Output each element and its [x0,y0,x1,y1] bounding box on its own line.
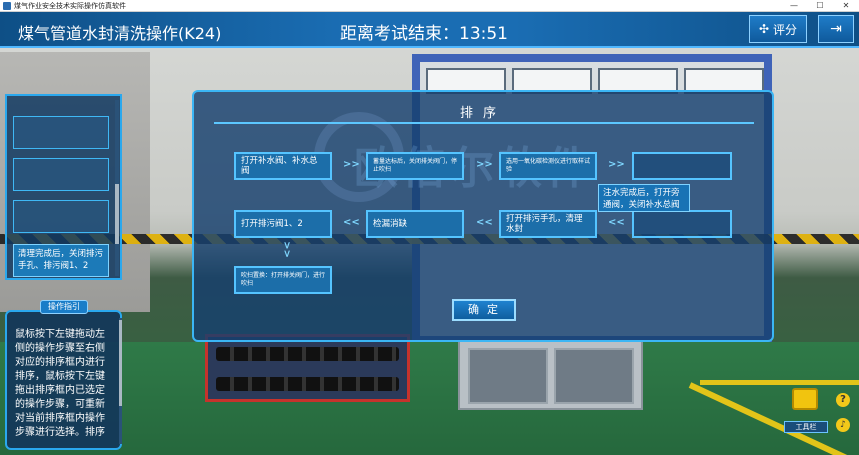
exit-icon: ⇥ [830,21,842,37]
sort-dialog: 欧倍尔软件 排序 打开补水阀、补水总阀 >> 蓄量达标后，关闭排关阀门，停止吹扫… [192,90,774,342]
scrollbar-thumb[interactable] [115,184,119,244]
sort-slot[interactable] [632,152,732,180]
step-list-item[interactable] [13,158,109,191]
confirm-button[interactable]: 确定 [452,299,516,321]
arrow-down-icon: >> [280,241,292,258]
guide-text: 鼠标按下左键拖动左侧的操作步骤至右侧对应的排序框内进行排序，鼠标按下左键拖出排序… [15,329,105,438]
help-icon[interactable]: ? [836,393,850,407]
exam-timer: 距离考试结束：13:51 [340,19,508,44]
maximize-button[interactable]: ☐ [816,1,824,10]
score-icon: ✣ [758,22,770,36]
sort-slot[interactable]: 打开补水阀、补水总阀 [234,152,332,180]
sort-slot[interactable]: 打开排污阀1、2 [234,210,332,238]
arrow-left-icon: << [608,217,625,228]
sort-slot[interactable]: 选用一氧化碳检测仪进行取样试验 [499,152,597,180]
cabinet [458,340,643,410]
window-title: 煤气作业安全技术实际操作仿真软件 [14,1,126,10]
step-list-item[interactable] [13,200,109,233]
close-button[interactable]: ✕ [842,1,850,10]
exit-button[interactable]: ⇥ [818,15,854,43]
arrow-right-icon: >> [476,159,493,170]
divider [214,122,754,124]
arrow-left-icon: << [476,217,493,228]
shelf-row [216,377,399,391]
sort-slot[interactable]: 蓄量达标后，关闭排关阀门，停止吹扫 [366,152,464,180]
dragged-step[interactable]: 注水完成后，打开旁通阀，关闭补水总阀 [598,184,690,212]
timer-value: 13:51 [459,24,508,44]
guide-panel: 鼠标按下左键拖动左侧的操作步骤至右侧对应的排序框内进行排序，鼠标按下左键拖出排序… [5,310,122,450]
top-header: 煤气管道水封清洗操作(K24) 距离考试结束：13:51 [0,12,859,48]
arrow-left-icon: << [343,217,360,228]
door-window [512,68,592,94]
door-window [426,68,506,94]
sound-icon[interactable]: ♪ [836,418,850,432]
dialog-title: 排序 [459,106,506,121]
exam-title: 煤气管道水封清洗操作(K24) [18,24,222,43]
minimize-button[interactable]: — [790,1,798,10]
step-list-item[interactable] [13,116,109,149]
score-label: 评分 [773,22,798,37]
cabinet-pane [468,348,548,404]
score-button[interactable]: ✣ 评分 [749,15,807,43]
window-controls: — ☐ ✕ [781,0,859,12]
sort-slot[interactable]: 检漏消缺 [366,210,464,238]
arrow-right-icon: >> [343,159,360,170]
arrow-right-icon: >> [608,159,625,170]
timer-label: 距离考试结束： [340,24,459,44]
sort-slot[interactable] [632,210,732,238]
toolbox-icon[interactable] [792,388,818,410]
scrollbar-thumb[interactable] [119,320,122,406]
step-list-scrollbar[interactable] [115,100,119,276]
equipment-shelf [205,334,410,402]
shelf-row [216,347,399,361]
step-list-item[interactable]: 清理完成后，关闭排污手孔、排污阀1、2 [13,244,109,277]
step-list-panel: 清理完成后，关闭排污手孔、排污阀1、2 [5,94,122,280]
sort-slot[interactable]: 打开排污手孔，清理水封 [499,210,597,238]
guide-title: 操作指引 [40,300,88,314]
floor [0,342,859,455]
cabinet-pane [554,348,634,404]
sort-slot[interactable]: 吹扫置换：打开排关阀门，进行吹扫 [234,266,332,294]
guide-scrollbar[interactable] [119,318,122,444]
floor-line [700,380,859,385]
app-icon [3,1,11,10]
toolbar-label[interactable]: 工具栏 [784,421,828,433]
window-titlebar: 煤气作业安全技术实际操作仿真软件 — ☐ ✕ [0,0,859,12]
